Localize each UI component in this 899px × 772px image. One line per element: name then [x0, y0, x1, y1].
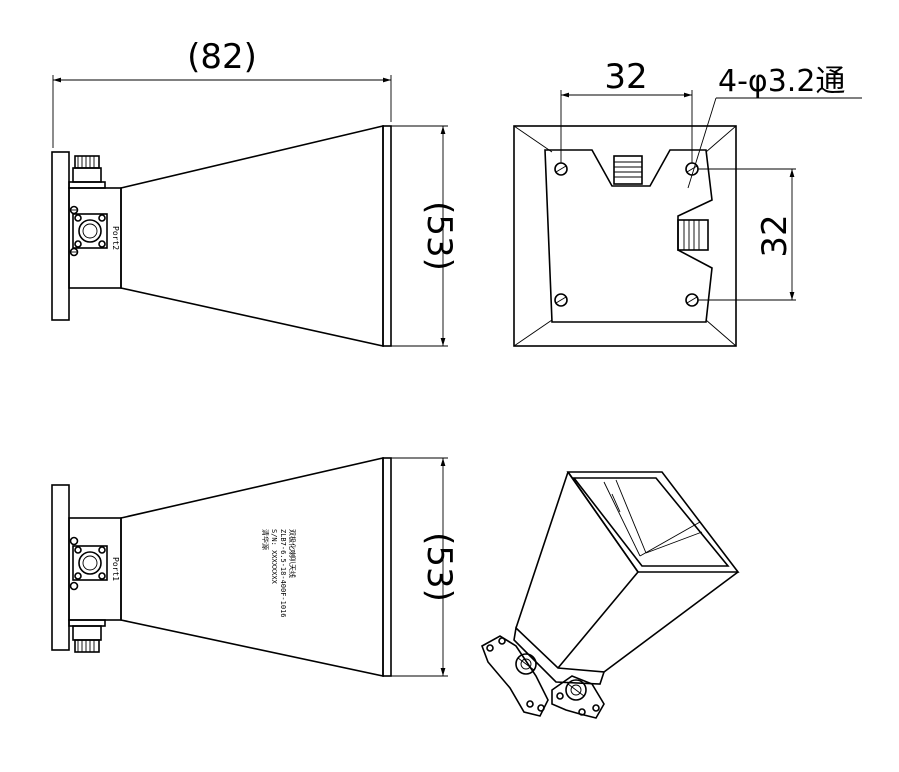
horn-taper-2 — [120, 456, 384, 677]
port-flange-top-view — [72, 213, 108, 249]
horn-aperture-rim-2 — [382, 457, 392, 677]
nameplate-line-2: ZLB7-6.5-18-400F-1016 — [279, 529, 287, 618]
mounting-flange — [51, 151, 70, 321]
port-label-bottom: Port1 — [111, 557, 120, 581]
nameplate-line-4: 清华源 — [261, 529, 270, 550]
sma-connector-rear-side — [677, 219, 709, 251]
isometric-view — [481, 471, 740, 719]
dim-aperture-bottom: (53) — [419, 532, 459, 602]
mounting-plate — [544, 149, 713, 323]
dim-aperture-side: (53) — [419, 201, 459, 271]
iso-bracket-left — [481, 635, 549, 717]
nameplate-line-1: 双极化喇叭天线 — [288, 529, 297, 578]
aperture-outline — [513, 125, 737, 347]
port-flange-2 — [72, 545, 108, 581]
iso-connector-2 — [565, 679, 587, 701]
sma-connector-bottom — [68, 619, 106, 653]
side-view-bottom: Port1 双极化喇叭天线 ZLB7-6.5-18-400F-1016 S/N:… — [51, 456, 459, 677]
iso-bracket-right — [551, 675, 605, 719]
horn-taper — [120, 124, 384, 347]
nameplate-line-3: S/N: XXXXXXXX — [270, 529, 278, 585]
sma-connector-top — [68, 155, 106, 189]
iso-aperture-inner — [572, 477, 730, 567]
horn-aperture-rim — [382, 125, 392, 347]
hole-callout: 4-φ3.2通 — [718, 64, 845, 99]
port-label-top: Port2 — [111, 226, 120, 250]
nameplate: 双极化喇叭天线 ZLB7-6.5-18-400F-1016 S/N: XXXXX… — [261, 529, 297, 618]
dim-hole-spacing-h: 32 — [604, 57, 647, 97]
iso-feed-box — [513, 626, 606, 685]
side-view-top: Port2 (82) (53) — [51, 37, 459, 347]
iso-aperture-outer — [566, 471, 740, 573]
dim-hole-spacing-v: 32 — [755, 214, 795, 257]
dim-overall-length: (82) — [187, 37, 257, 77]
mounting-flange-2 — [51, 484, 70, 651]
connector-circle — [78, 219, 102, 243]
rear-view: 32 32 4-φ3.2通 — [513, 57, 862, 347]
sma-connector-rear-top — [613, 155, 643, 185]
iso-connector-1 — [515, 653, 537, 675]
callout-leader — [687, 97, 717, 189]
